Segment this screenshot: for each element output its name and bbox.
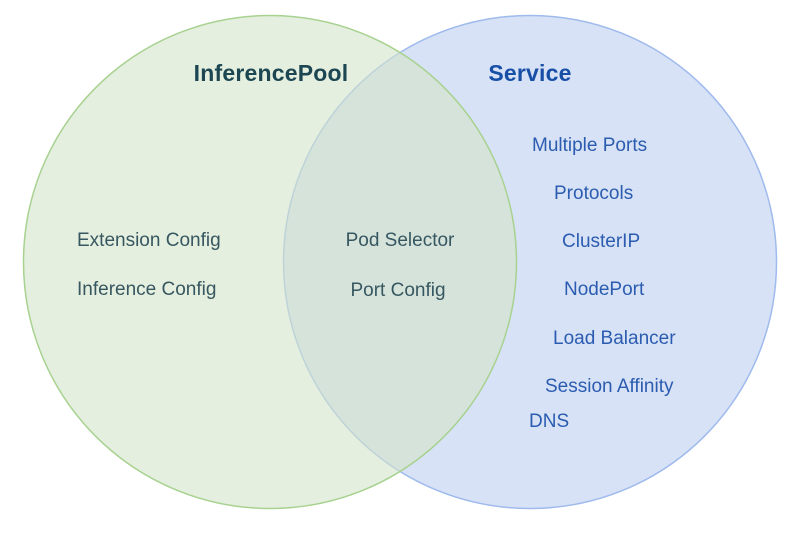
inferencepool-title: InferencePool — [193, 59, 349, 86]
service-item-clusterip: ClusterIP — [562, 231, 641, 253]
intersection-item-port-config: Port Config — [350, 280, 446, 302]
inferencepool-item-inference-config: Inference Config — [77, 279, 217, 301]
service-item-dns: DNS — [529, 411, 570, 433]
intersection-item-pod-selector: Pod Selector — [345, 230, 455, 252]
service-item-load-balancer: Load Balancer — [553, 328, 676, 350]
service-title: Service — [488, 59, 572, 86]
service-item-session-affinity: Session Affinity — [545, 376, 674, 398]
inferencepool-circle — [22, 14, 518, 510]
service-item-nodeport: NodePort — [564, 279, 645, 301]
inferencepool-item-extension-config: Extension Config — [77, 230, 221, 252]
service-item-multiple-ports: Multiple Ports — [532, 135, 648, 157]
service-item-protocols: Protocols — [554, 183, 634, 205]
